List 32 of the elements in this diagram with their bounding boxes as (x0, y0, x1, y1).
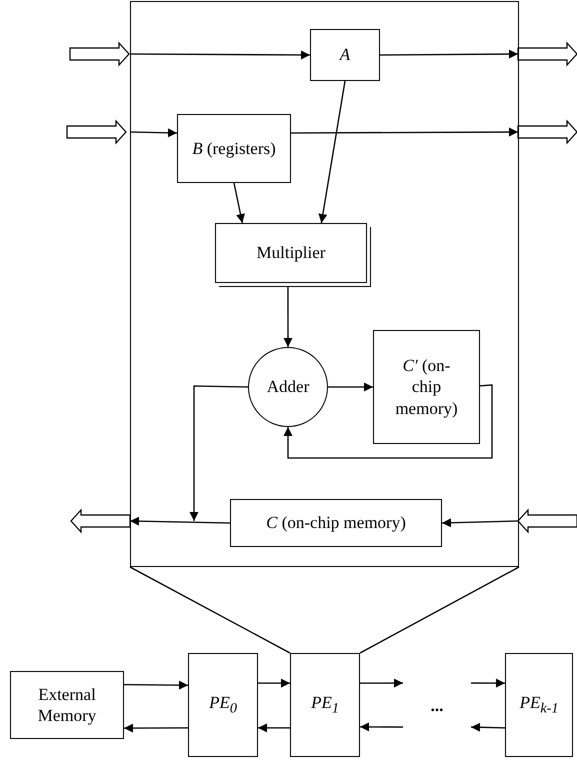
arrow (258, 723, 290, 732)
processing-element-box: PE$_{0}$ (188, 653, 258, 757)
arrow (258, 678, 290, 688)
arrow (291, 128, 518, 137)
arrow (233, 182, 245, 224)
arrow (360, 722, 403, 732)
arrow (130, 50, 310, 60)
arrow (190, 385, 248, 521)
arrow (284, 384, 493, 459)
arrow (471, 678, 505, 688)
arrow (380, 50, 518, 59)
arrow (124, 680, 188, 690)
arrow (318, 80, 346, 224)
adder-circle: Adder (248, 347, 328, 427)
connector-line (130, 566, 290, 654)
connector-line (360, 566, 520, 654)
register-box: A (310, 29, 380, 81)
arrow (442, 518, 518, 528)
arrow (328, 382, 373, 392)
memory-box: C′ (on-chip memory) (373, 330, 480, 444)
memory-box: C (on-chip memory) (230, 499, 442, 547)
processing-element-box: PE$_{k-1}$ (505, 653, 573, 757)
arrow (124, 724, 188, 733)
arrow (130, 128, 178, 138)
processing-element-frame (130, 1, 519, 567)
register-box: B (registers) (177, 114, 291, 183)
processing-element-box: PE$_{1}$ (290, 653, 360, 757)
arrow (470, 722, 506, 732)
memory-box: External Memory (10, 671, 124, 739)
arrow (130, 516, 230, 526)
ellipsis-text: ... (403, 675, 471, 737)
arrow (360, 678, 403, 688)
